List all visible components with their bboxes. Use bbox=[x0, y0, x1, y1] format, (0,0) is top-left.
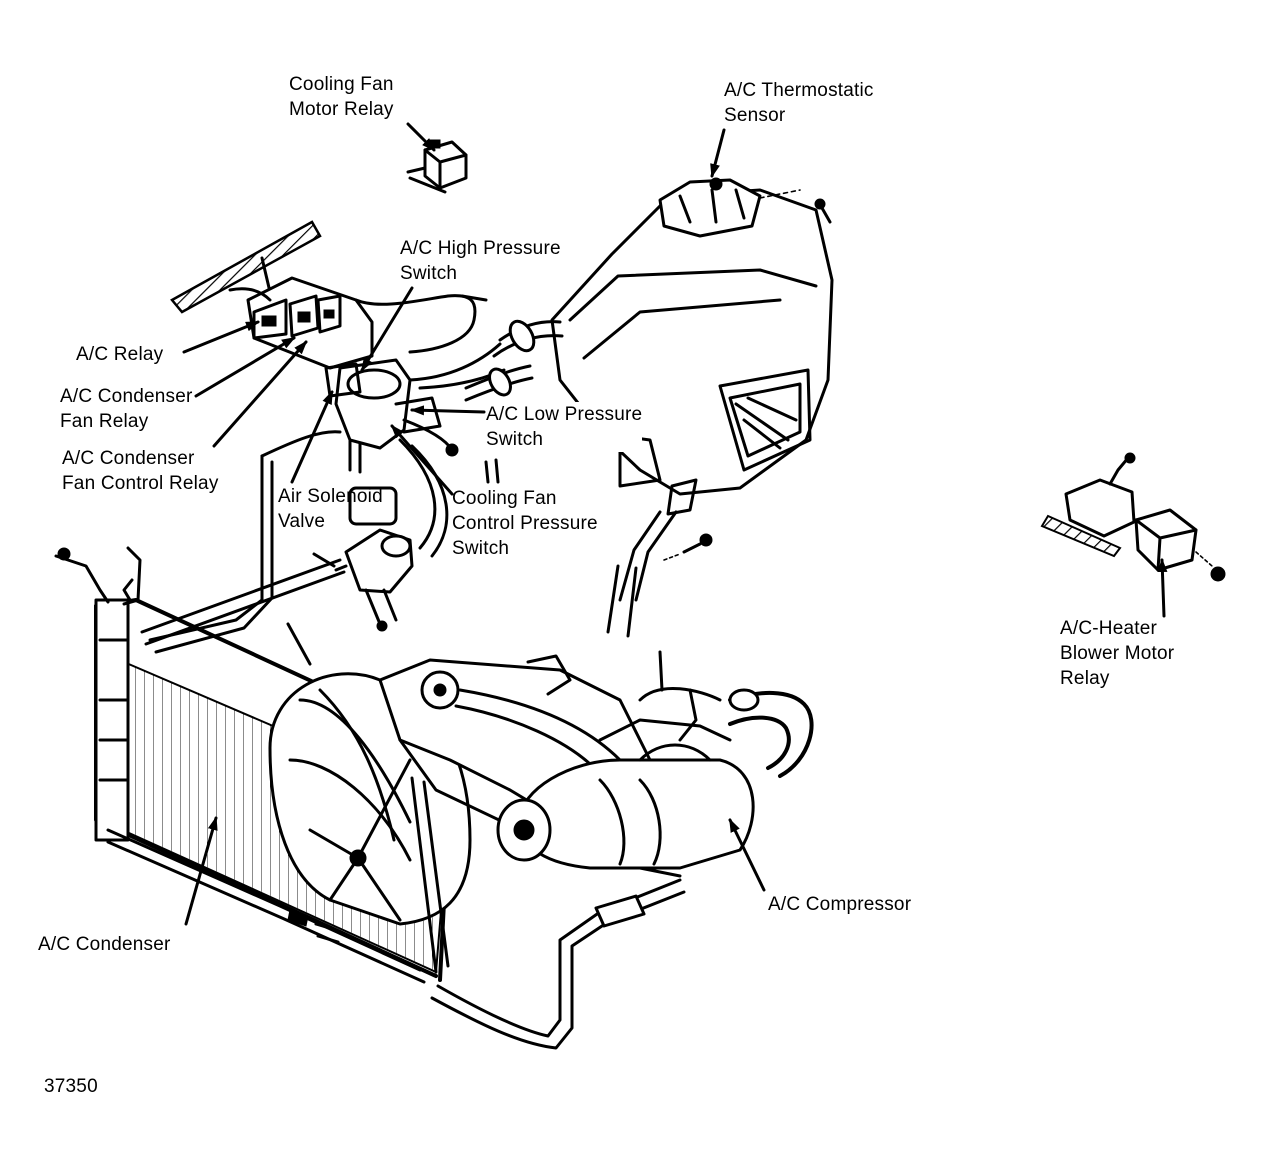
fender-rail bbox=[170, 220, 322, 314]
label-line: A/C Compressor bbox=[768, 894, 912, 915]
label-ac-heater-blower-motor-relay: A/C-Heater Blower Motor Relay bbox=[1060, 616, 1174, 691]
label-line: Fan Control Relay bbox=[62, 473, 219, 494]
label-line: Switch bbox=[486, 429, 544, 450]
label-line: Cooling Fan bbox=[452, 488, 557, 509]
leader-ac-relay bbox=[182, 320, 260, 354]
label-ac-low-pressure-switch: A/C Low Pressure Switch bbox=[486, 402, 643, 452]
compressor-part bbox=[496, 650, 814, 878]
refrigerant-lines bbox=[140, 319, 564, 654]
label-line: A/C Condenser bbox=[38, 934, 171, 955]
leader-ac-condenser-fan-relay bbox=[194, 336, 296, 398]
label-line: Motor Relay bbox=[289, 99, 394, 120]
air-solenoid-valve-part bbox=[334, 528, 414, 632]
label-line: Cooling Fan bbox=[289, 74, 394, 95]
label-line: Control Pressure bbox=[452, 513, 598, 534]
label-line: Sensor bbox=[724, 105, 786, 126]
label-line: Fan Relay bbox=[60, 411, 149, 432]
label-line: A/C Condenser bbox=[62, 448, 195, 469]
cooling-fan-motor-relay-part bbox=[406, 139, 468, 194]
leader-ac-compressor bbox=[728, 818, 766, 892]
leader-ac-heater-blower-motor-relay bbox=[1157, 558, 1168, 618]
label-ac-condenser-fan-control-relay: A/C Condenser Fan Control Relay bbox=[62, 446, 219, 496]
label-line: Switch bbox=[452, 538, 510, 559]
label-line: A/C High Pressure bbox=[400, 238, 561, 259]
label-line: Blower Motor bbox=[1060, 643, 1175, 664]
label-ac-condenser-fan-relay: A/C Condenser Fan Relay bbox=[60, 384, 193, 434]
label-line: Switch bbox=[400, 263, 458, 284]
label-line: A/C-Heater bbox=[1060, 618, 1158, 639]
relay-bracket bbox=[228, 276, 374, 370]
leader-cooling-fan-motor-relay bbox=[406, 122, 436, 152]
label-line: Air Solenoid bbox=[278, 486, 383, 507]
label-line: A/C Low Pressure bbox=[486, 404, 643, 425]
leader-ac-thermostatic-sensor bbox=[710, 128, 726, 178]
label-line: Valve bbox=[278, 511, 326, 532]
label-ac-high-pressure-switch: A/C High Pressure Switch bbox=[400, 236, 561, 286]
label-ac-compressor: A/C Compressor bbox=[768, 892, 911, 917]
callout-leaders bbox=[182, 122, 1168, 926]
label-line: A/C Thermostatic bbox=[724, 80, 874, 101]
label-line: Relay bbox=[1060, 668, 1110, 689]
label-ac-condenser: A/C Condenser bbox=[38, 932, 171, 957]
leader-cooling-fan-control-pressure-switch bbox=[390, 424, 454, 496]
label-ac-relay: A/C Relay bbox=[76, 342, 163, 367]
label-ac-thermostatic-sensor: A/C Thermostatic Sensor bbox=[724, 78, 874, 128]
label-line: A/C Condenser bbox=[60, 386, 193, 407]
bolts bbox=[663, 533, 713, 561]
discharge-line bbox=[430, 878, 686, 1050]
blower-motor-relay-part bbox=[1040, 452, 1226, 582]
leader-air-solenoid-valve bbox=[290, 390, 334, 484]
leader-ac-condenser-fan-control-relay bbox=[212, 340, 308, 448]
figure-number: 37350 bbox=[44, 1076, 98, 1097]
label-cooling-fan-motor-relay: Cooling Fan Motor Relay bbox=[289, 72, 394, 122]
leader-ac-condenser bbox=[184, 816, 218, 926]
leader-ac-low-pressure-switch bbox=[410, 405, 486, 416]
label-line: A/C Relay bbox=[76, 344, 164, 365]
label-cooling-fan-control-pressure-switch: Cooling Fan Control Pressure Switch bbox=[452, 486, 598, 561]
label-air-solenoid-valve: Air Solenoid Valve bbox=[278, 484, 383, 534]
leader-ac-high-pressure-switch bbox=[360, 286, 414, 372]
